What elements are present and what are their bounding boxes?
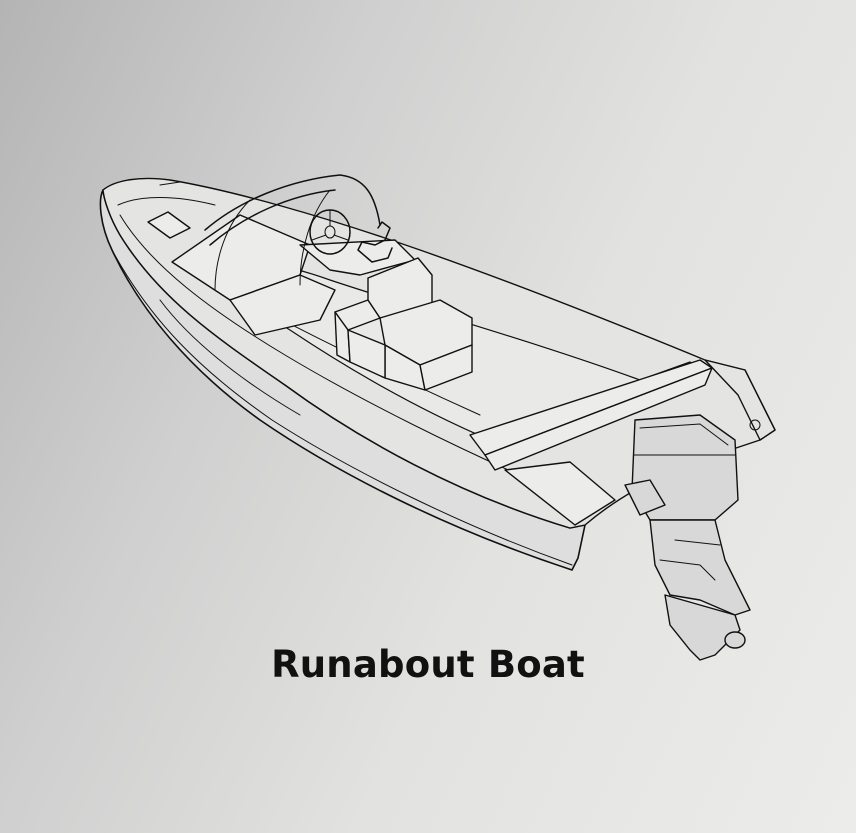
console	[171, 214, 416, 336]
steering-wheel	[309, 209, 393, 263]
windshield	[204, 174, 381, 291]
boat-caption: Runabout Boat	[271, 643, 585, 686]
bow-hatch	[147, 181, 191, 239]
rear-bench	[469, 359, 713, 526]
stern-corner	[704, 359, 776, 441]
driver-seat	[334, 257, 473, 391]
outboard-motor	[624, 414, 751, 661]
